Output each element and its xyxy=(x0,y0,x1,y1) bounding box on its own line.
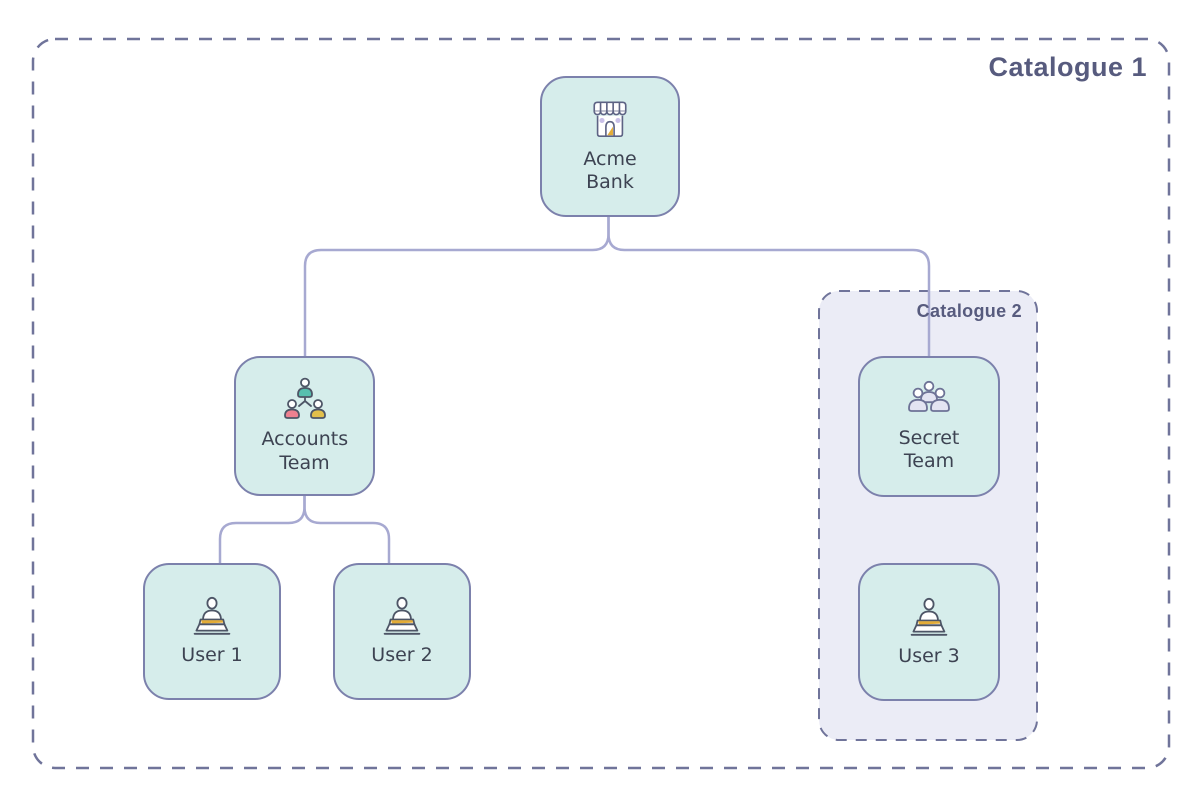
storefront-icon xyxy=(593,101,627,137)
node-user-3: User 3 xyxy=(858,563,1000,701)
catalogue-1-label: Catalogue 1 xyxy=(988,52,1147,82)
node-user-1: User 1 xyxy=(143,563,281,700)
node-label: Secret Team xyxy=(898,426,960,472)
node-secret-team: Secret Team xyxy=(858,356,1000,497)
node-label: User 1 xyxy=(181,644,243,667)
node-label: User 2 xyxy=(371,644,433,667)
person-laptop-icon xyxy=(910,597,948,636)
catalogue-1-boundary xyxy=(31,37,1171,770)
person-laptop-icon xyxy=(383,597,421,636)
node-label: User 3 xyxy=(898,644,960,667)
node-label: Accounts Team xyxy=(261,428,349,474)
edge-accounts-to-user1 xyxy=(218,494,306,565)
catalogue-2-label: Catalogue 2 xyxy=(916,301,1022,321)
node-accounts-team: Accounts Team xyxy=(234,356,375,496)
node-acme-bank: Acme Bank xyxy=(540,76,680,217)
team-hierarchy-icon xyxy=(283,378,326,420)
edge-acme-to-accounts xyxy=(303,215,610,358)
edge-accounts-to-user2 xyxy=(303,494,391,565)
edge-acme-to-secret xyxy=(607,215,931,358)
person-laptop-icon xyxy=(193,597,231,636)
node-label: Acme Bank xyxy=(583,147,637,193)
people-group-icon xyxy=(908,380,950,412)
node-user-2: User 2 xyxy=(333,563,471,700)
